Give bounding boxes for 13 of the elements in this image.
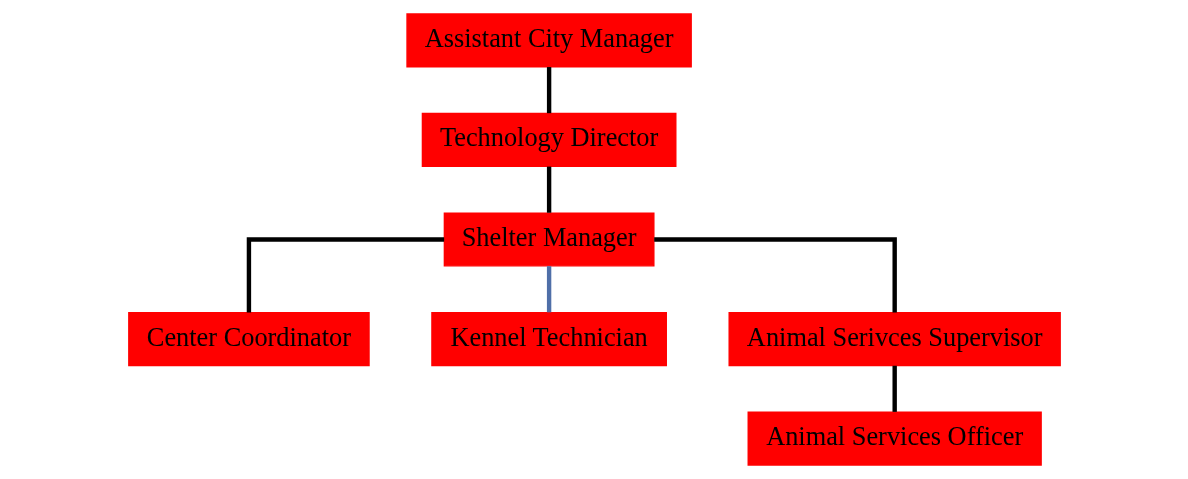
- connector: [892, 365, 897, 412]
- connector: [546, 67, 551, 114]
- connector: [546, 266, 551, 313]
- node-box: Technology Director: [421, 112, 676, 167]
- node-box: Center Coordinator: [127, 311, 370, 367]
- node-box: Animal Services Officer: [747, 411, 1042, 466]
- connector: [546, 166, 551, 213]
- node-box: Shelter Manager: [443, 212, 655, 267]
- node-box: Animal Serivces Supervisor: [728, 311, 1061, 367]
- connector: [246, 237, 444, 313]
- connector: [653, 237, 897, 313]
- node-box: Kennel Technician: [430, 311, 667, 367]
- node-box: Assistant City Manager: [405, 13, 692, 68]
